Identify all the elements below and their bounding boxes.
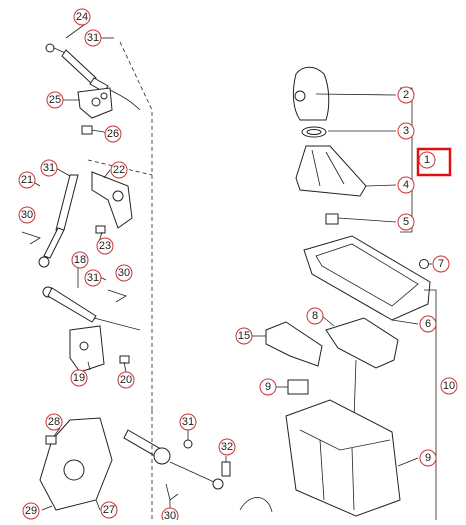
trim-ring: [301, 126, 327, 138]
svg-text:31: 31: [182, 416, 194, 428]
clip-30-middle: [107, 289, 127, 303]
callout-4[interactable]: 4: [397, 176, 415, 194]
callout-22[interactable]: 22: [110, 161, 128, 179]
svg-text:25: 25: [49, 94, 61, 106]
callout-1-highlighted[interactable]: 1: [416, 147, 452, 177]
group-bracket-10: [424, 289, 437, 520]
clip-30-upper: [21, 231, 41, 245]
group-bracket-1: [400, 87, 413, 233]
housing-29: [39, 417, 113, 511]
callout-19[interactable]: 19: [70, 369, 88, 387]
clip-5: [325, 213, 339, 225]
bracket-25: [77, 87, 113, 119]
svg-text:31: 31: [87, 32, 99, 44]
callout-5[interactable]: 5: [397, 213, 415, 231]
callout-25[interactable]: 25: [46, 91, 64, 109]
svg-text:5: 5: [403, 216, 409, 228]
callout-7[interactable]: 7: [432, 255, 450, 273]
svg-text:7: 7: [438, 258, 444, 270]
svg-text:29: 29: [25, 505, 37, 517]
svg-text:22: 22: [113, 164, 125, 176]
bolt-23: [95, 225, 106, 234]
shift-knob: [292, 66, 330, 121]
svg-text:15: 15: [238, 330, 250, 342]
o-ring-31: [183, 439, 193, 449]
svg-text:9: 9: [265, 381, 271, 393]
shift-boot: [295, 145, 367, 197]
bolt-20: [119, 355, 130, 364]
guide-plate: [325, 317, 399, 369]
svg-text:19: 19: [73, 372, 85, 384]
sensor-9: [287, 379, 309, 395]
callout-30[interactable]: 30: [161, 507, 179, 525]
svg-text:1: 1: [424, 154, 430, 166]
clip-30-lower: [165, 483, 179, 501]
callout-9[interactable]: 9: [419, 449, 437, 467]
svg-text:30: 30: [164, 510, 176, 520]
svg-text:20: 20: [120, 374, 132, 386]
svg-text:30: 30: [21, 209, 33, 221]
shift-mechanism: [285, 359, 401, 517]
pin-32: [221, 461, 231, 477]
callout-29[interactable]: 29: [22, 502, 40, 520]
svg-text:2: 2: [403, 89, 409, 101]
svg-text:31: 31: [43, 162, 55, 174]
callout-3[interactable]: 3: [397, 122, 415, 140]
svg-text:32: 32: [221, 441, 233, 453]
nut-7: [419, 259, 429, 269]
callout-32[interactable]: 32: [218, 438, 236, 456]
callout-2[interactable]: 2: [397, 86, 415, 104]
left-group-boundary-lower: [87, 159, 153, 176]
bracket-19: [69, 325, 105, 373]
callout-31[interactable]: 31: [179, 413, 197, 431]
svg-text:24: 24: [76, 11, 88, 23]
callout-21[interactable]: 21: [18, 171, 36, 189]
svg-text:23: 23: [99, 240, 111, 252]
cable-assembly-18: [42, 286, 141, 331]
svg-text:8: 8: [312, 310, 318, 322]
svg-text:6: 6: [425, 318, 431, 330]
callout-31[interactable]: 31: [84, 269, 102, 287]
svg-text:10: 10: [443, 380, 455, 392]
callout-27[interactable]: 27: [100, 501, 118, 519]
callout-15[interactable]: 15: [235, 327, 253, 345]
callout-20[interactable]: 20: [117, 371, 135, 389]
svg-text:28: 28: [48, 416, 60, 428]
callout-24[interactable]: 24: [73, 8, 91, 26]
callout-9[interactable]: 9: [259, 378, 277, 396]
svg-text:31: 31: [87, 272, 99, 284]
svg-text:26: 26: [107, 128, 119, 140]
left-group-boundary: [119, 41, 153, 410]
trim-frame: [303, 235, 431, 321]
bolt-26: [81, 125, 105, 135]
callout-8[interactable]: 8: [306, 307, 324, 325]
bracket-22: [91, 171, 133, 229]
svg-text:21: 21: [21, 174, 33, 186]
cable-assembly-31-lower: [123, 429, 224, 490]
callout-26[interactable]: 26: [104, 125, 122, 143]
svg-text:18: 18: [74, 254, 86, 266]
housing-arc: [239, 497, 273, 513]
callout-30[interactable]: 30: [18, 206, 36, 224]
svg-text:9: 9: [425, 452, 431, 464]
svg-text:4: 4: [403, 179, 409, 191]
callout-6[interactable]: 6: [419, 315, 437, 333]
bolt-28: [45, 435, 57, 445]
callout-30[interactable]: 30: [115, 264, 133, 282]
switch-15: [265, 321, 323, 367]
callout-23[interactable]: 23: [96, 237, 114, 255]
svg-text:30: 30: [118, 267, 130, 279]
cable-assembly-21: [38, 174, 79, 268]
svg-text:27: 27: [103, 504, 115, 516]
svg-text:3: 3: [403, 125, 409, 137]
callout-18[interactable]: 18: [71, 251, 89, 269]
callout-28[interactable]: 28: [45, 413, 63, 431]
callout-31[interactable]: 31: [40, 159, 58, 177]
callout-10[interactable]: 10: [440, 377, 458, 395]
callout-31[interactable]: 31: [84, 29, 102, 47]
